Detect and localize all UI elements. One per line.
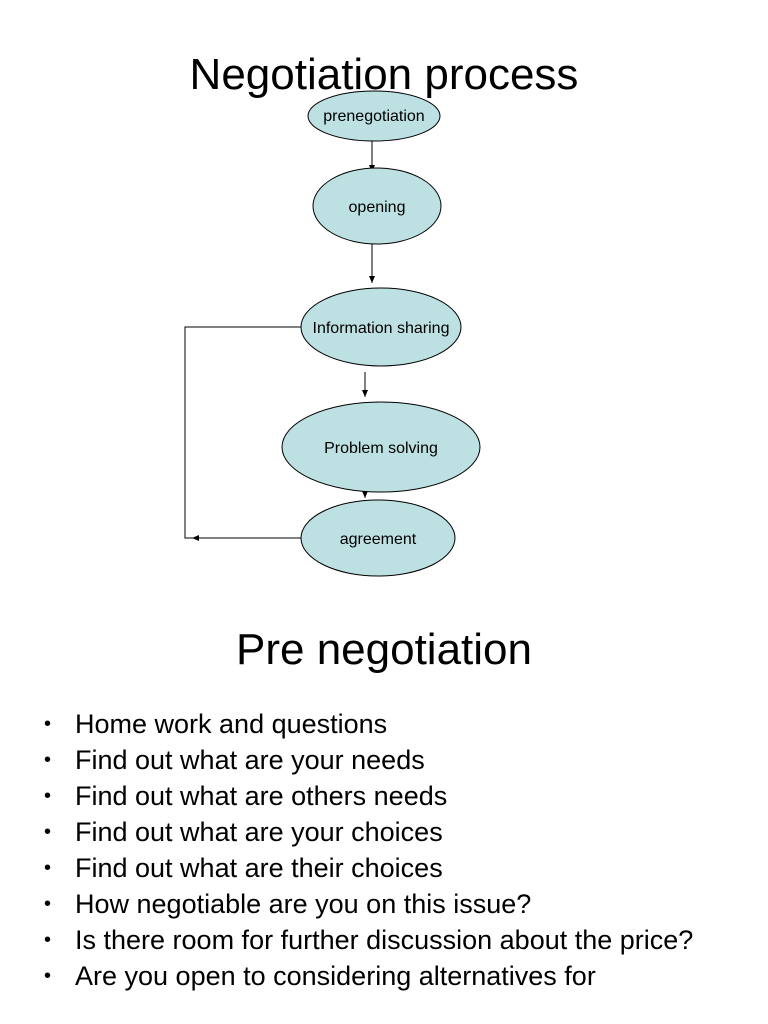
node-agreement: agreement xyxy=(300,499,456,577)
bullet-dot-icon: • xyxy=(44,749,52,771)
node-opening: opening xyxy=(312,167,442,245)
node-problem-solving: Problem solving xyxy=(281,401,481,493)
negotiation-flowchart: prenegotiation opening Information shari… xyxy=(184,90,481,577)
bullet-dot-icon: • xyxy=(44,965,52,987)
bullet-dot-icon: • xyxy=(44,857,52,879)
node-information-sharing: Information sharing xyxy=(300,287,462,367)
bullet-dot-icon: • xyxy=(44,893,52,915)
node-prenegotiation: prenegotiation xyxy=(307,90,441,142)
slide-title-pre-negotiation: Pre negotiation xyxy=(236,625,532,674)
node-label-problem-solving: Problem solving xyxy=(324,440,438,457)
feedback-loop-connector xyxy=(184,326,302,539)
node-label-information-sharing: Information sharing xyxy=(313,320,450,337)
node-label-prenegotiation: prenegotiation xyxy=(323,108,424,125)
bullet-item: •Find out what are others needs xyxy=(44,781,448,811)
bullet-item: •Find out what are your choices xyxy=(44,817,443,847)
node-label-agreement: agreement xyxy=(340,531,417,548)
bullet-item: •Home work and questions xyxy=(44,709,388,739)
bullet-dot-icon: • xyxy=(44,929,52,951)
bullet-item: •Find out what are their choices xyxy=(44,853,443,883)
node-label-opening: opening xyxy=(349,199,406,216)
bullet-item: •How negotiable are you on this issue? xyxy=(44,889,532,919)
bullet-dot-icon: • xyxy=(44,821,52,843)
bullet-item: •Is there room for further discussion ab… xyxy=(44,925,694,955)
bullet-dot-icon: • xyxy=(44,785,52,807)
bullet-dot-icon: • xyxy=(44,713,52,735)
bullet-item: •Are you open to considering alternative… xyxy=(44,961,596,991)
bullet-item: •Find out what are your needs xyxy=(44,745,425,775)
slide-title-negotiation-process: Negotiation process xyxy=(189,50,579,99)
pre-negotiation-bullet-list: •Home work and questions •Find out what … xyxy=(40,710,740,998)
